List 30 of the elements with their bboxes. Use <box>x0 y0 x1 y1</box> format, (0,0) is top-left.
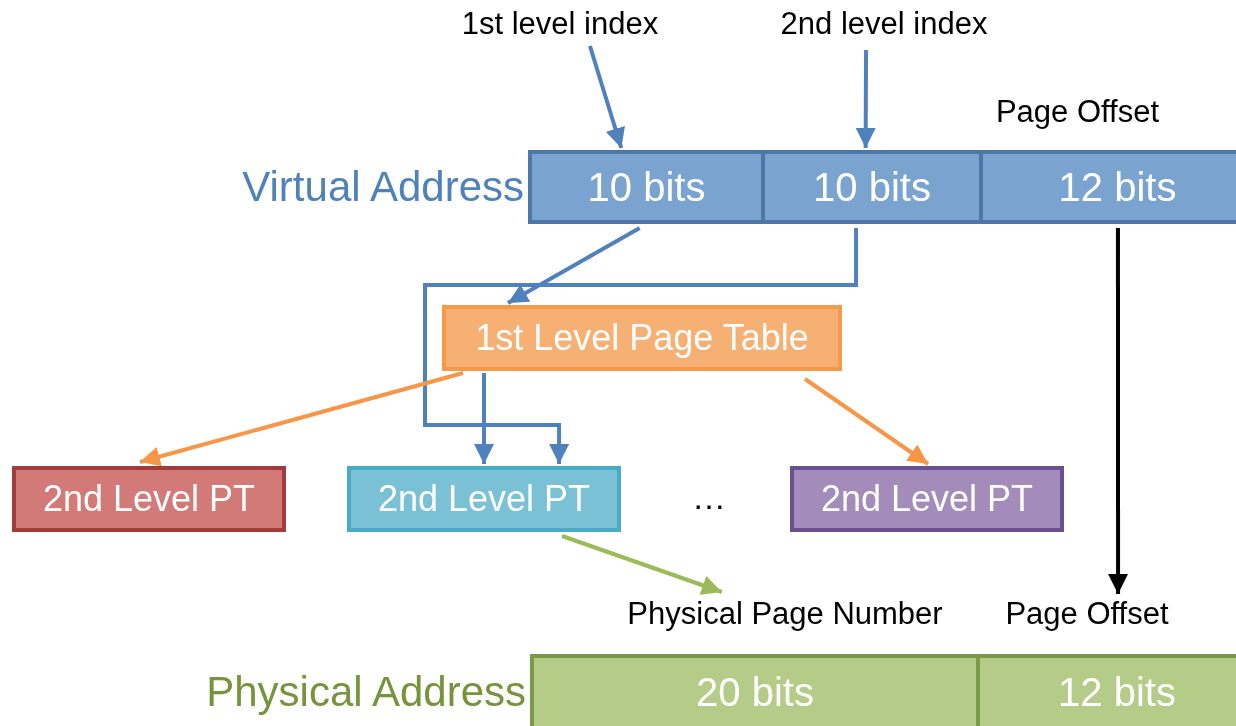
arrow <box>423 228 859 464</box>
field-label: 10 bits <box>813 164 931 210</box>
box-label: 2nd Level PT <box>377 478 591 520</box>
box-label: 2nd Level PT <box>820 478 1034 520</box>
box-label: 1st Level Page Table <box>475 317 809 359</box>
arrow <box>139 371 464 467</box>
ellipsis: … <box>692 478 726 517</box>
field-label: 10 bits <box>587 164 706 210</box>
arrow <box>507 226 641 305</box>
box-label: 2nd Level PT <box>42 478 256 520</box>
address-title: Virtual Address <box>242 162 525 212</box>
index-label: 1st level index <box>432 4 688 44</box>
field-label: 12 bits <box>1058 669 1176 715</box>
page-table-box <box>442 305 842 371</box>
index-label: 2nd level index <box>748 4 1020 44</box>
page-table-box <box>790 466 1064 532</box>
arrow <box>474 373 494 464</box>
field-caption: Physical Page Number <box>627 596 943 632</box>
page-table-box <box>347 466 621 532</box>
field-caption: Page Offset <box>995 94 1160 130</box>
field-caption: Page Offset <box>1005 596 1169 632</box>
field-label: 12 bits <box>1058 164 1177 210</box>
arrow <box>803 377 930 466</box>
address-title: Physical Address <box>206 667 527 717</box>
page-table-box <box>12 466 286 532</box>
arrow <box>855 50 876 148</box>
field-label: 20 bits <box>696 669 814 715</box>
arrow <box>561 534 723 595</box>
arrow <box>588 45 625 149</box>
arrow <box>1108 228 1129 594</box>
